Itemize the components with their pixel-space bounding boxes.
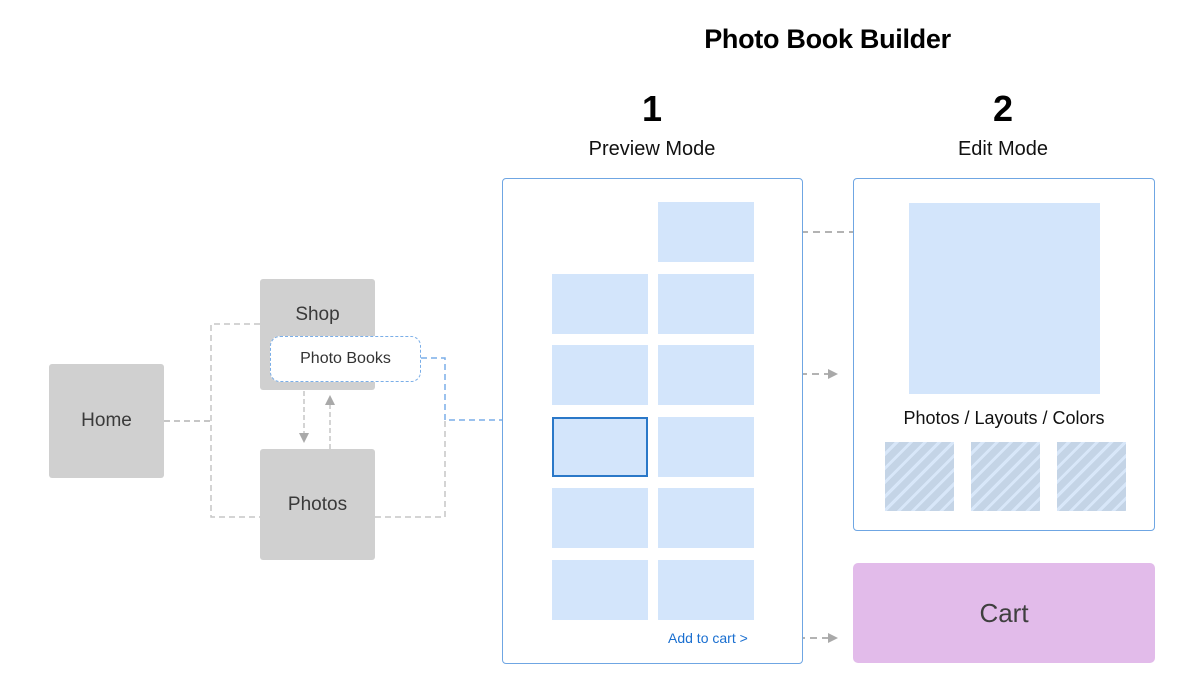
preview-page-thumb[interactable] [658,274,754,334]
edit-option-swatch[interactable] [885,442,954,511]
preview-page-thumb[interactable] [658,488,754,548]
preview-page-thumb[interactable] [658,202,754,262]
shop-label: Shop [295,304,340,325]
photo-books-node[interactable]: Photo Books [270,336,421,382]
connector-photos-right [375,420,446,518]
preview-page-thumb[interactable] [552,560,648,620]
preview-page-thumb[interactable] [552,274,648,334]
step-1-label: Preview Mode [588,138,716,160]
connector-photobooks-preview [421,357,502,421]
preview-page-thumb[interactable] [552,488,648,548]
step-2-label: Edit Mode [957,138,1049,160]
step-1-number: 1 [641,88,663,129]
preview-page-thumb[interactable] [658,560,754,620]
edit-page-canvas[interactable] [909,203,1100,394]
add-to-cart-link[interactable]: Add to cart > [668,630,748,646]
connector-bracket-left [210,323,260,518]
edit-option-swatch[interactable] [1057,442,1126,511]
preview-mode-panel [502,178,803,664]
photos-node[interactable]: Photos [260,449,375,560]
edit-options-caption: Photos / Layouts / Colors [903,408,1105,428]
step-2-number: 2 [992,88,1014,129]
home-node[interactable]: Home [49,364,164,478]
page-title: Photo Book Builder [704,24,951,54]
preview-page-thumb-selected[interactable] [552,417,648,477]
preview-page-thumb[interactable] [658,345,754,405]
preview-page-thumb[interactable] [552,345,648,405]
preview-page-thumb[interactable] [658,417,754,477]
edit-option-swatch[interactable] [971,442,1040,511]
cart-node[interactable]: Cart [853,563,1155,663]
